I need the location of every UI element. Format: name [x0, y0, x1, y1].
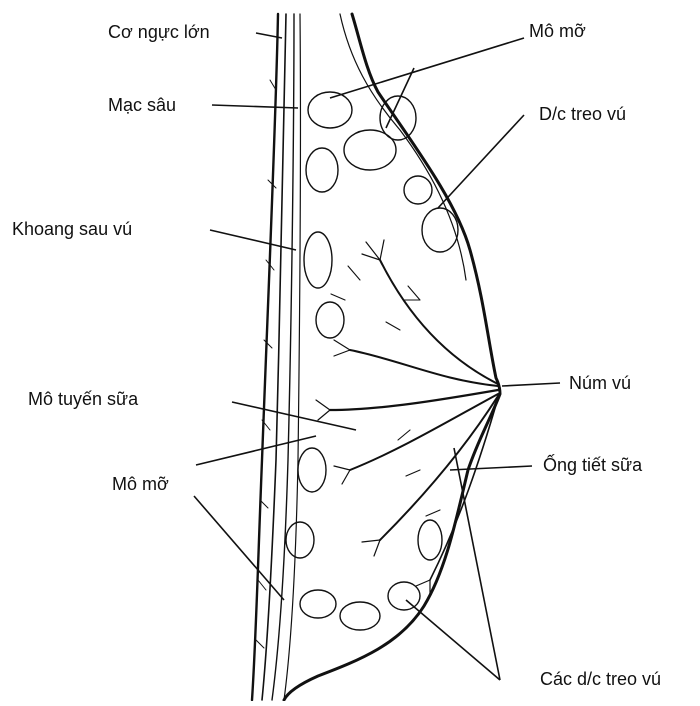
label-mac-sau: Mạc sâu [108, 95, 176, 115]
chest-wall-layers [252, 14, 300, 700]
label-co-nguc-lon: Cơ ngực lớn [108, 22, 210, 42]
label-khoang-sau-vu: Khoang sau vú [12, 219, 132, 239]
label-mo-tuyen-sua: Mô tuyến sữa [28, 389, 138, 409]
label-mo-mo-left: Mô mỡ [112, 474, 169, 494]
label-num-vu: Núm vú [569, 373, 631, 393]
label-dc-treo-vu: D/c treo vú [539, 104, 626, 124]
label-ong-tiet-sua: Ống tiết sữa [543, 455, 642, 475]
label-cac-dc-treo-vu: Các d/c treo vú [540, 669, 661, 689]
milk-ducts [316, 240, 498, 596]
label-mo-mo-top: Mô mỡ [529, 21, 586, 41]
